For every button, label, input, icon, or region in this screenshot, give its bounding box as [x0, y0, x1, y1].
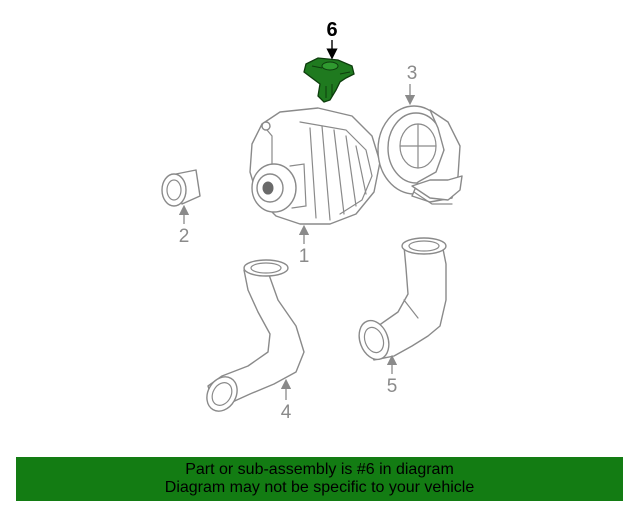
disclaimer-line-2: Diagram may not be specific to your vehi… — [164, 479, 475, 496]
callout-1[interactable]: 1 — [299, 246, 310, 267]
part-3-air-duct[interactable] — [377, 105, 463, 205]
part-5-elbow-hose[interactable] — [354, 237, 447, 364]
disclaimer-banner: Part or sub-assembly is #6 in diagram Di… — [16, 457, 623, 501]
disclaimer-line-1: Part or sub-assembly is #6 in diagram — [185, 461, 454, 478]
part-4-hose[interactable] — [201, 259, 305, 417]
part-6-regulator[interactable] — [303, 57, 355, 103]
callout-3[interactable]: 3 — [407, 63, 418, 84]
part-1-alternator[interactable] — [249, 107, 381, 225]
part-2-bushing[interactable] — [161, 169, 201, 207]
callout-2[interactable]: 2 — [179, 226, 190, 247]
callout-4[interactable]: 4 — [281, 402, 292, 423]
callout-6[interactable]: 6 — [326, 19, 337, 41]
callout-5[interactable]: 5 — [387, 376, 398, 397]
